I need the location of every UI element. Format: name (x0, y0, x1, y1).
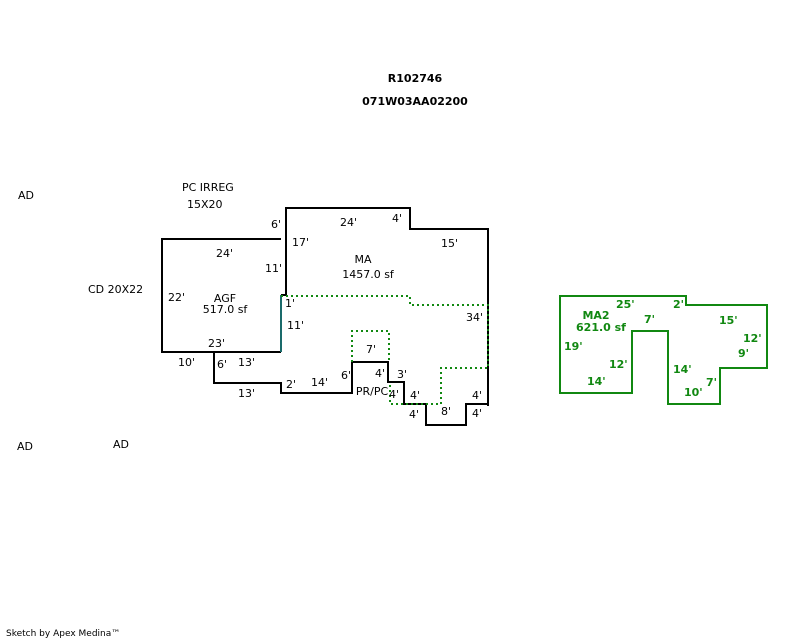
dim-b-4e: 4' (472, 389, 482, 402)
dim-agf-top: 24' (216, 247, 233, 260)
dim-b-6b: 6' (341, 369, 351, 382)
agf-name: AGF (214, 292, 236, 305)
dim-m2-9: 9' (738, 347, 749, 360)
dim-b-2: 2' (286, 378, 296, 391)
ma-area: 1457.0 sf (342, 268, 395, 281)
dim-ma-24: 24' (340, 216, 357, 229)
dim-b-4b: 4' (389, 388, 399, 401)
dim-b-7: 7' (366, 343, 376, 356)
dim-b-13b: 13' (238, 387, 255, 400)
dim-ma-34: 34' (466, 311, 483, 324)
ma2-outline (559, 295, 768, 405)
dim-agf-left: 22' (168, 291, 185, 304)
dim-b-4d: 4' (409, 408, 419, 421)
note-ad-3: AD (113, 438, 129, 451)
ma2-name: MA2 (582, 309, 609, 322)
note-cd: CD 20X22 (88, 283, 143, 296)
dim-m2-19: 19' (564, 340, 583, 353)
dim-ma-11: 11' (287, 319, 304, 332)
dim-ma-15: 15' (441, 237, 458, 250)
note-pc-size: 15X20 (187, 198, 223, 211)
dim-m2-12a: 12' (743, 332, 762, 345)
dim-b-13a: 13' (238, 356, 255, 369)
dim-m2-7b: 7' (706, 376, 717, 389)
footer-credit: Sketch by Apex Medina™ (6, 629, 120, 639)
dim-m2-15: 15' (719, 314, 738, 327)
note-ad-2: AD (17, 440, 33, 453)
agf-outline (161, 238, 281, 353)
dim-ma-6: 6' (271, 218, 281, 231)
dim-m2-7: 7' (644, 313, 655, 326)
dim-b-4f: 4' (472, 407, 482, 420)
note-pc-irreg: PC IRREG (182, 181, 234, 194)
dim-b-8: 8' (441, 405, 451, 418)
dim-ma-17: 17' (292, 236, 309, 249)
dim-m2-14b: 14' (673, 363, 692, 376)
dim-agf-right: 11' (265, 262, 282, 275)
ma-name: MA (354, 253, 371, 266)
dim-ma-1: 1' (285, 297, 295, 310)
ma-dotted-boundary (281, 295, 489, 405)
lower-outline (213, 352, 488, 426)
dim-b-6: 6' (217, 358, 227, 371)
dim-m2-10: 10' (684, 386, 703, 399)
ma2-area: 621.0 sf (576, 321, 626, 334)
prpc-dotted-outline (351, 330, 390, 362)
dim-m2-25: 25' (616, 298, 635, 311)
dim-b-14: 14' (311, 376, 328, 389)
parcel-id: R102746 (388, 72, 443, 85)
dim-b-4a: 4' (375, 367, 385, 380)
prpc-name: PR/PC (356, 385, 389, 398)
dim-b-10: 10' (178, 356, 195, 369)
dim-m2-14a: 14' (587, 375, 606, 388)
dim-b-4c: 4' (410, 389, 420, 402)
map-number: 071W03AA02200 (362, 95, 468, 108)
agf-area: 517.0 sf (203, 303, 249, 316)
dim-agf-bottom: 23' (208, 337, 225, 350)
note-ad-1: AD (18, 189, 34, 202)
dim-ma-4top: 4' (392, 212, 402, 225)
dim-m2-2: 2' (673, 298, 684, 311)
dim-m2-12b: 12' (609, 358, 628, 371)
dim-b-3: 3' (397, 368, 407, 381)
